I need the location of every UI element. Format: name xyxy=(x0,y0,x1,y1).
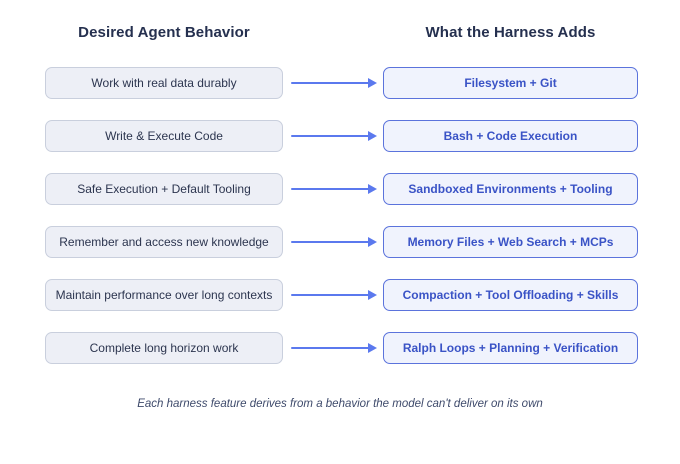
column-header-desired-behavior: Desired Agent Behavior xyxy=(78,23,250,41)
arrow-right-icon xyxy=(283,184,383,194)
arrow-right-icon xyxy=(283,343,383,353)
harness-box: Filesystem + Git xyxy=(383,67,638,99)
harness-box: Memory Files + Web Search + MCPs xyxy=(383,226,638,258)
mapping-row: Remember and access new knowledge Memory… xyxy=(45,225,638,259)
behavior-box: Write & Execute Code xyxy=(45,120,283,152)
behavior-box: Maintain performance over long contexts xyxy=(45,279,283,311)
arrow-right-icon xyxy=(283,78,383,88)
behavior-box: Complete long horizon work xyxy=(45,332,283,364)
harness-box: Bash + Code Execution xyxy=(383,120,638,152)
behavior-box: Work with real data durably xyxy=(45,67,283,99)
behavior-box: Safe Execution + Default Tooling xyxy=(45,173,283,205)
mapping-row: Safe Execution + Default Tooling Sandbox… xyxy=(45,172,638,206)
harness-box: Sandboxed Environments + Tooling xyxy=(383,173,638,205)
mapping-row: Work with real data durably Filesystem +… xyxy=(45,66,638,100)
arrow-right-icon xyxy=(283,237,383,247)
mapping-rows: Work with real data durably Filesystem +… xyxy=(45,66,638,384)
mapping-row: Complete long horizon work Ralph Loops +… xyxy=(45,331,638,365)
behavior-box: Remember and access new knowledge xyxy=(45,226,283,258)
column-header-harness-adds: What the Harness Adds xyxy=(425,23,596,41)
harness-box: Compaction + Tool Offloading + Skills xyxy=(383,279,638,311)
diagram-caption: Each harness feature derives from a beha… xyxy=(137,398,543,410)
harness-box: Ralph Loops + Planning + Verification xyxy=(383,332,638,364)
arrow-right-icon xyxy=(283,290,383,300)
arrow-right-icon xyxy=(283,131,383,141)
mapping-row: Write & Execute Code Bash + Code Executi… xyxy=(45,119,638,153)
mapping-row: Maintain performance over long contexts … xyxy=(45,278,638,312)
